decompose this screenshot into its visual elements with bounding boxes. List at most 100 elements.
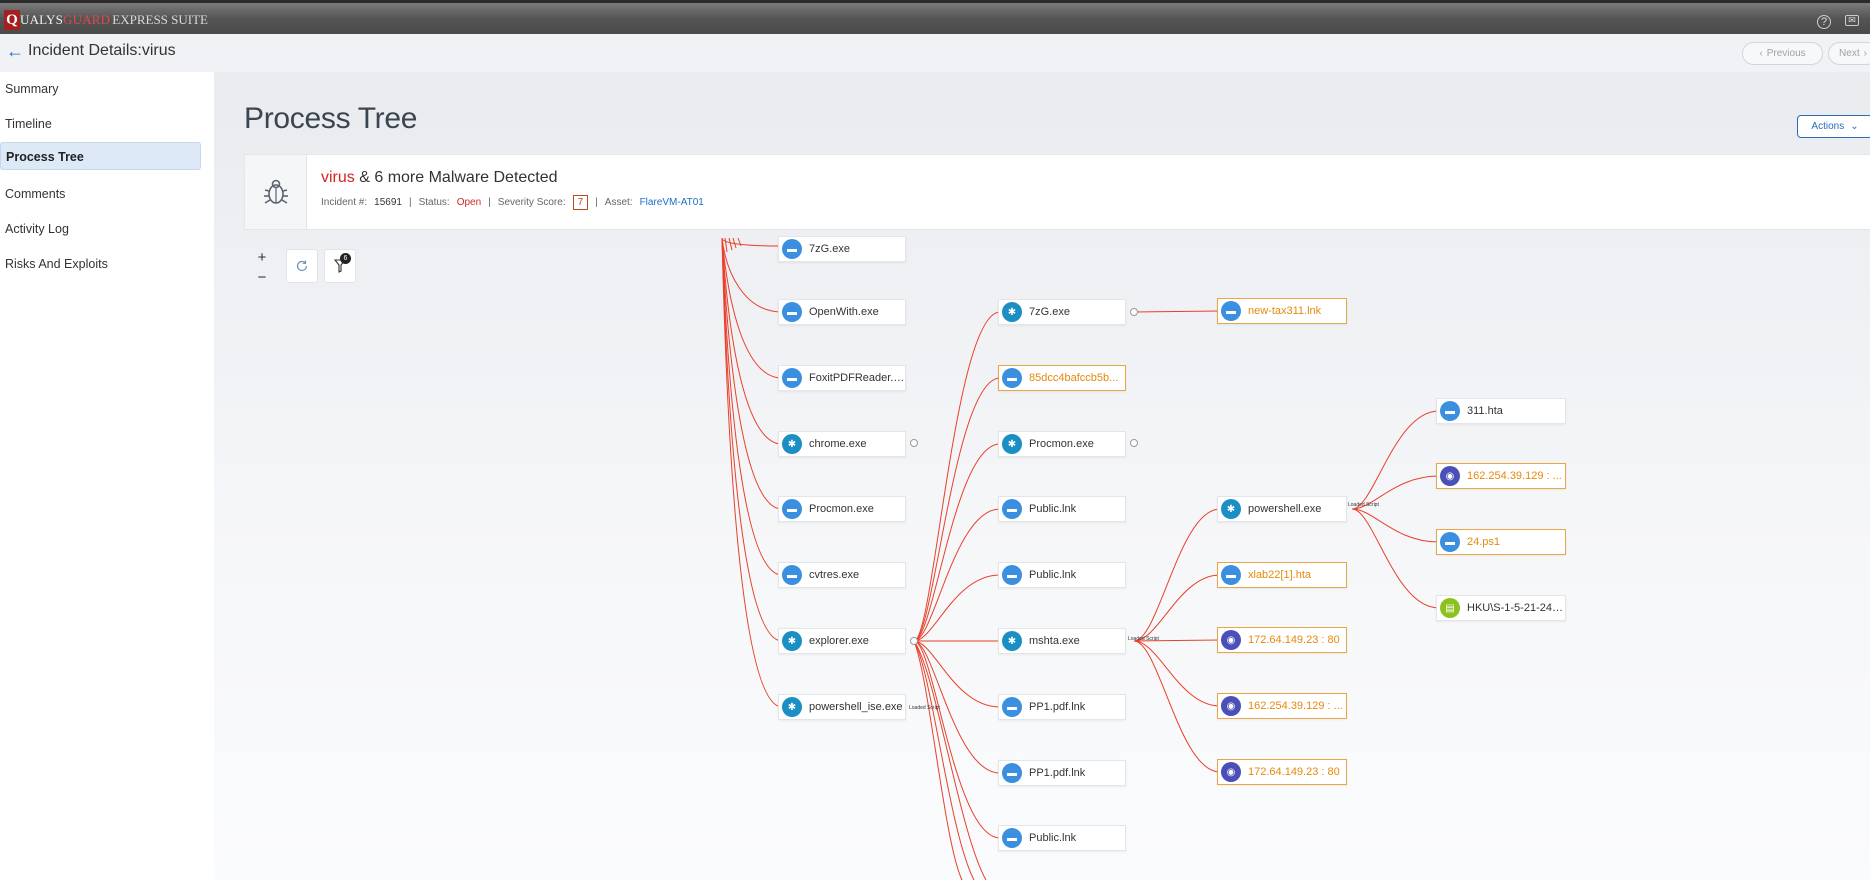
process-node[interactable]: ▬Procmon.exe — [778, 496, 906, 522]
process-node[interactable]: ▬ Public.lnk — [998, 562, 1126, 588]
zoom-out-button[interactable]: − — [257, 268, 267, 286]
main-content: Process Tree Actions⌄ virus & 6 more Mal… — [214, 72, 1870, 880]
chevron-down-icon: ⌄ — [1850, 121, 1859, 132]
next-button[interactable]: Next› — [1828, 42, 1870, 65]
node-label: chrome.exe — [809, 438, 867, 450]
incident-number-label: Incident #: — [321, 197, 368, 208]
process-node[interactable]: ✱Procmon.exe — [998, 431, 1126, 457]
gear-icon: ✱ — [1221, 499, 1241, 519]
incident-title: Incident Details:virus — [28, 42, 176, 59]
process-node[interactable]: ▬FoxitPDFReader.e... — [778, 365, 906, 391]
process-node[interactable]: ▬ 7zG.exe — [778, 236, 906, 262]
status-label: Status: — [418, 197, 450, 208]
incident-number: 15691 — [374, 197, 402, 208]
sidebar-item-risks-and-exploits[interactable]: Risks And Exploits — [5, 257, 108, 271]
collapse-toggle[interactable] — [910, 637, 918, 645]
loaded-script-label: Loaded Script — [1348, 502, 1379, 508]
status-value: Open — [456, 197, 482, 208]
registry-node[interactable]: ▤HKU\S-1-5-21-245... — [1436, 595, 1566, 621]
process-node[interactable]: ✱mshta.exe — [998, 628, 1126, 654]
next-label: Next — [1839, 48, 1860, 59]
process-node[interactable]: ▬311.hta — [1436, 398, 1566, 424]
node-label: explorer.exe — [809, 635, 869, 647]
incident-headline: virus & 6 more Malware Detected — [321, 169, 558, 187]
process-node[interactable]: ▬Public.lnk — [998, 825, 1126, 851]
asset-label: Asset: — [604, 197, 633, 208]
sidebar: Summary Timeline Process Tree Comments A… — [0, 72, 214, 880]
node-label: PP1.pdf.lnk — [1029, 701, 1086, 713]
malicious-node[interactable]: ▬xlab22[1].hta — [1217, 562, 1347, 588]
malware-name[interactable]: virus — [321, 169, 355, 186]
network-node[interactable]: ◉162.254.39.129 : ... — [1436, 463, 1566, 489]
process-node[interactable]: ✱ powershell.exe — [1217, 496, 1347, 522]
folder-icon: ▬ — [1002, 565, 1022, 585]
separator: | — [595, 197, 598, 208]
logo-suite: EXPRESS SUITE — [112, 12, 208, 27]
zoom-in-button[interactable]: + — [257, 248, 267, 266]
gear-icon: ✱ — [1002, 631, 1022, 651]
sidebar-item-activity-log[interactable]: Activity Log — [5, 222, 69, 236]
mail-icon[interactable]: ✉ — [1845, 15, 1859, 26]
process-node[interactable]: ▬cvtres.exe — [778, 562, 906, 588]
node-label: 7zG.exe — [809, 243, 850, 255]
network-node[interactable]: ◉162.254.39.129 : ... — [1217, 693, 1347, 719]
folder-icon: ▬ — [782, 499, 802, 519]
malicious-node[interactable]: ▬ 24.ps1 — [1436, 529, 1566, 555]
sidebar-item-process-tree[interactable]: Process Tree — [0, 142, 201, 170]
back-arrow-icon[interactable]: ← — [6, 41, 24, 61]
sidebar-item-timeline[interactable]: Timeline — [5, 117, 52, 131]
process-node[interactable]: ✱chrome.exe — [778, 431, 906, 457]
sidebar-item-summary[interactable]: Summary — [5, 82, 59, 96]
incident-summary-card: virus & 6 more Malware Detected Incident… — [244, 154, 1870, 230]
filter-button[interactable]: 6 — [324, 249, 356, 283]
top-bar: Q UALYSGUARD EXPRESS SUITE ? ✉ — [0, 0, 1870, 34]
sidebar-item-comments[interactable]: Comments — [5, 187, 66, 201]
process-node[interactable]: ▬Public.lnk — [998, 496, 1126, 522]
node-label: 24.ps1 — [1467, 536, 1501, 548]
process-node[interactable]: ✱ powershell_ise.exe — [778, 694, 906, 720]
help-icon[interactable]: ? — [1817, 15, 1831, 29]
process-node[interactable]: ▬PP1.pdf.lnk — [998, 760, 1126, 786]
network-node[interactable]: ◉172.64.149.23 : 80 — [1217, 627, 1347, 653]
process-node[interactable]: ▬ OpenWith.exe — [778, 299, 906, 325]
chevron-right-icon: › — [1863, 48, 1867, 59]
node-label: Public.lnk — [1029, 832, 1077, 844]
malicious-node[interactable]: ▬new-tax311.lnk — [1217, 298, 1347, 324]
refresh-icon — [296, 260, 308, 272]
network-node[interactable]: ◉ 172.64.149.23 : 80 — [1217, 759, 1347, 785]
node-label: powershell_ise.exe — [809, 701, 903, 713]
globe-icon: ◉ — [1221, 762, 1241, 782]
gear-icon: ✱ — [1002, 302, 1022, 322]
expand-toggle[interactable] — [1130, 439, 1138, 447]
node-label: new-tax311.lnk — [1248, 305, 1322, 317]
folder-icon: ▬ — [782, 302, 802, 322]
logo-text-red: GUARD — [63, 12, 111, 27]
asset-link[interactable]: FlareVM-AT01 — [639, 197, 704, 208]
incident-meta: Incident #: 15691 | Status: Open | Sever… — [321, 195, 704, 210]
folder-icon: ▬ — [1221, 565, 1241, 585]
node-label: Public.lnk — [1029, 503, 1077, 515]
gear-icon: ✱ — [782, 697, 802, 717]
separator: | — [488, 197, 491, 208]
loaded-script-label: Loaded Script — [1128, 636, 1159, 642]
node-label: 172.64.149.23 : 80 — [1248, 634, 1340, 646]
process-node[interactable]: ✱7zG.exe — [998, 299, 1126, 325]
node-label: 172.64.149.23 : 80 — [1248, 766, 1340, 778]
globe-icon: ◉ — [1440, 466, 1460, 486]
malicious-node[interactable]: ▬85dcc4bafccb5b... — [998, 365, 1126, 391]
node-label: powershell.exe — [1248, 503, 1322, 515]
logo-q: Q — [4, 10, 20, 30]
expand-toggle[interactable] — [910, 439, 918, 447]
previous-button[interactable]: ‹Previous — [1742, 42, 1823, 65]
node-label: Public.lnk — [1029, 569, 1077, 581]
process-node[interactable]: ▬PP1.pdf.lnk — [998, 694, 1126, 720]
folder-icon: ▬ — [1440, 532, 1460, 552]
node-label: PP1.pdf.lnk — [1029, 767, 1086, 779]
process-node[interactable]: ✱explorer.exe — [778, 628, 906, 654]
node-label: OpenWith.exe — [809, 306, 879, 318]
folder-icon: ▬ — [782, 239, 802, 259]
refresh-button[interactable] — [286, 249, 318, 283]
actions-dropdown[interactable]: Actions⌄ — [1797, 115, 1870, 138]
previous-label: Previous — [1766, 48, 1806, 59]
expand-toggle[interactable] — [1130, 308, 1138, 316]
